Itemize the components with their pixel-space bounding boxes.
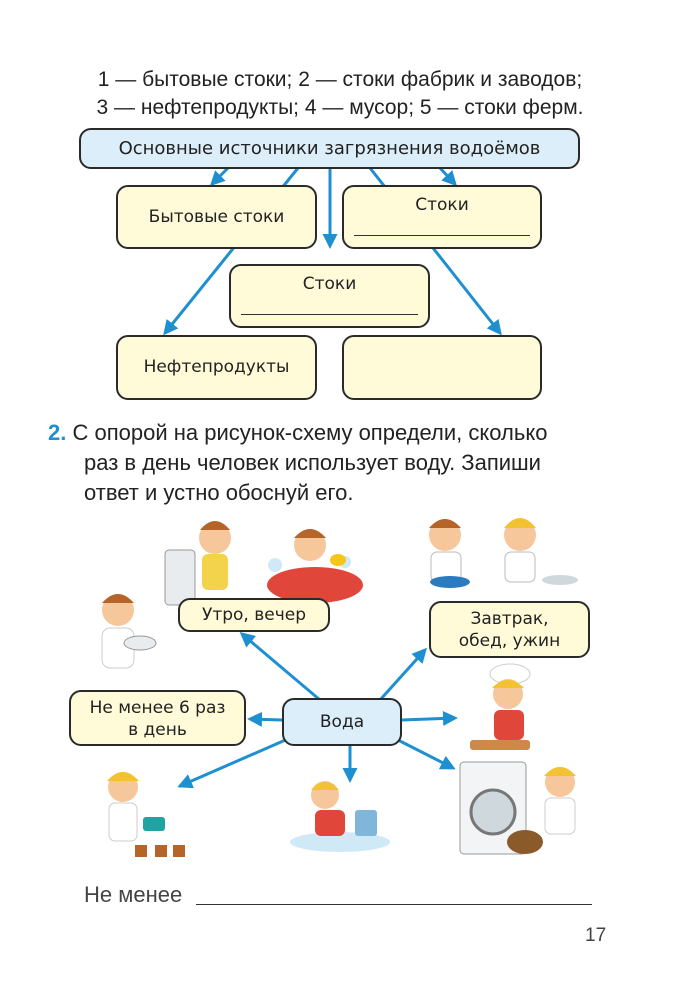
task-2-line-2: раз в день человек использует воду. Запи… <box>84 450 541 475</box>
morning-evening-label: Утро, вечер <box>201 605 307 625</box>
water-label: Вода <box>319 712 365 732</box>
box-household-runoff: Бытовые стоки <box>116 185 317 249</box>
runoff-center-label: Стоки <box>302 274 357 294</box>
box-meals: Завтрак, обед, ужин <box>429 601 590 658</box>
arrow-to-right-stoki <box>438 166 458 187</box>
times-label-1: Не менее 6 раз <box>89 698 226 718</box>
arrow-to-meals <box>378 647 428 702</box>
arrow-to-household <box>209 166 230 187</box>
meals-label-2: обед, ужин <box>458 631 561 651</box>
handwashing-illustration <box>101 594 157 669</box>
box-runoff-right: Стоки <box>342 185 542 249</box>
box-runoff-center: Стоки <box>229 264 430 328</box>
answer-line-right <box>354 235 530 236</box>
arrow-to-cook <box>401 710 458 726</box>
box-morning-evening: Утро, вечер <box>178 598 330 632</box>
task-number: 2. <box>48 420 67 445</box>
page-number: 17 <box>585 925 607 946</box>
answer-prefix: Не менее <box>84 882 183 907</box>
watering-plants-illustration <box>107 772 185 857</box>
pollution-sources-root: Основные источники загрязнения водоёмов <box>79 128 580 169</box>
eating-dishes-illustration <box>429 518 578 588</box>
washing-bathing-illustration <box>164 521 363 606</box>
meals-label-1: Завтрак, <box>470 609 549 629</box>
answer-input-line[interactable] <box>196 904 592 905</box>
water-center-node: Вода <box>282 698 402 746</box>
task-2-line-3: ответ и устно обоснуй его. <box>84 480 354 505</box>
arrow-to-times <box>247 711 283 727</box>
arrow-to-morning <box>239 632 321 702</box>
box-oil-products: Нефтепродукты <box>116 335 317 400</box>
cooking-illustration <box>470 663 531 750</box>
arrow-to-garden <box>177 736 291 789</box>
legend-line-1: 1 — бытовые стоки; 2 — стоки фабрик и за… <box>97 68 583 91</box>
task-2-text-1: С опорой на рисунок-схему определи, скол… <box>72 420 548 445</box>
household-label: Бытовые стоки <box>148 207 285 227</box>
oil-label: Нефтепродукты <box>143 357 290 377</box>
task-2-line-1: 2. С опорой на рисунок-схему определи, с… <box>48 418 618 448</box>
floor-washing-illustration <box>290 781 390 852</box>
times-label-2: в день <box>128 720 187 740</box>
answer-line-center <box>241 314 418 315</box>
box-six-times-a-day: Не менее 6 раз в день <box>69 690 246 746</box>
runoff-right-label: Стоки <box>415 195 469 215</box>
laundry-illustration <box>459 761 576 855</box>
box-empty-answer <box>342 335 542 400</box>
root-label: Основные источники загрязнения водоёмов <box>118 138 541 159</box>
arrow-to-laundry <box>397 738 456 770</box>
legend-line-2: 3 — нефтепродукты; 4 — мусор; 5 — стоки … <box>96 96 584 119</box>
